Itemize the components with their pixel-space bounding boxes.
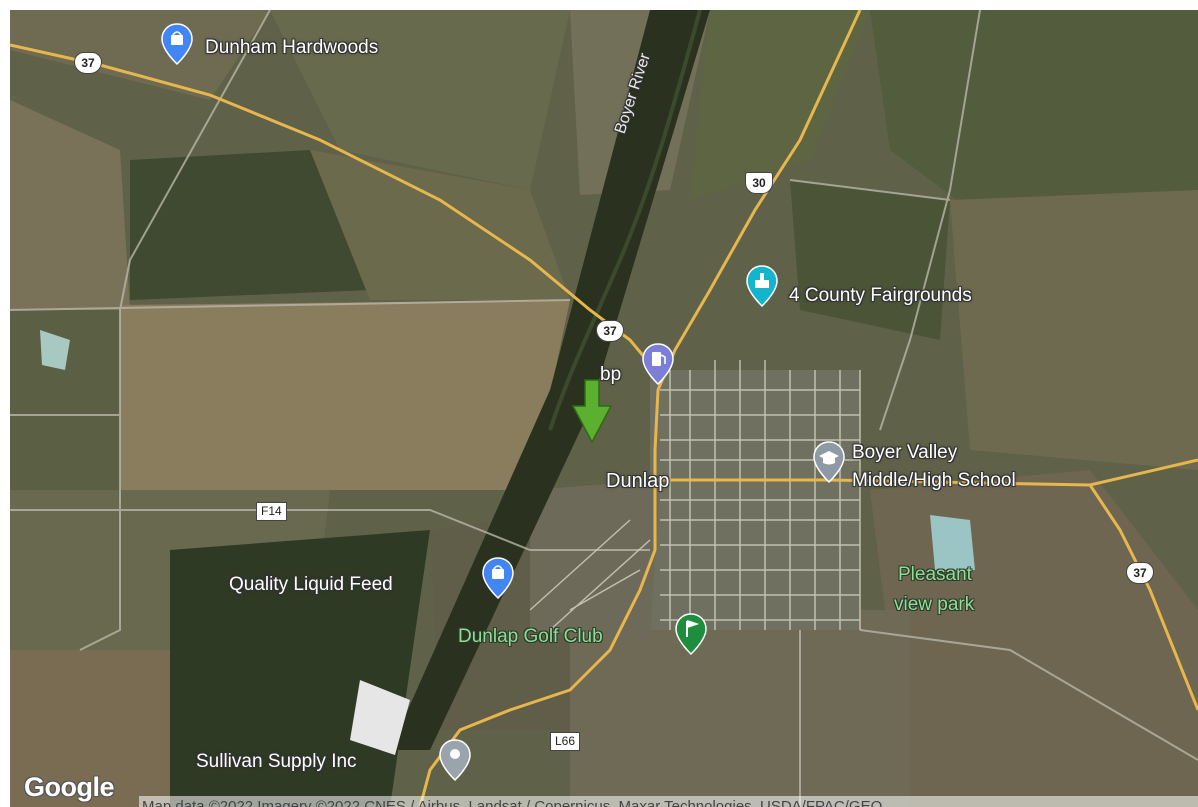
map-canvas[interactable]: 37 37 37 30 F14 L66 Boyer River Dunham H… xyxy=(10,10,1198,807)
place-label-dunlap-golf-club[interactable]: Dunlap Golf Club xyxy=(458,626,603,647)
park-label-line1[interactable]: Pleasant xyxy=(898,564,972,585)
place-label-quality-liquid-feed[interactable]: Quality Liquid Feed xyxy=(229,574,393,595)
place-label-school-line1[interactable]: Boyer Valley xyxy=(852,442,958,463)
shopping-pin-icon[interactable] xyxy=(160,22,194,66)
place-pin-icon[interactable] xyxy=(438,738,472,782)
place-label-dunham-hardwoods[interactable]: Dunham Hardwoods xyxy=(205,37,379,58)
highway-37-shield: 37 xyxy=(74,52,102,74)
place-label-sullivan-supply[interactable]: Sullivan Supply Inc xyxy=(196,751,357,772)
place-label-school-line2[interactable]: Middle/High School xyxy=(852,470,1016,491)
google-logo: Google xyxy=(24,772,115,802)
highway-37-shield: 37 xyxy=(596,320,624,342)
town-label-dunlap: Dunlap xyxy=(606,470,670,492)
highway-37-shield: 37 xyxy=(1126,562,1154,584)
shopping-pin-icon[interactable] xyxy=(481,556,515,600)
satellite-imagery xyxy=(10,10,1198,807)
school-pin-icon[interactable] xyxy=(812,440,846,484)
fairground-pin-icon[interactable] xyxy=(745,264,779,308)
place-label-fairgrounds[interactable]: 4 County Fairgrounds xyxy=(789,285,972,306)
county-road-l66-label: L66 xyxy=(550,732,581,751)
location-marker-icon[interactable] xyxy=(571,378,613,444)
gas-station-pin-icon[interactable] xyxy=(641,342,675,386)
golf-pin-icon[interactable] xyxy=(674,612,708,656)
park-label-line2[interactable]: view park xyxy=(894,594,975,615)
us-30-shield: 30 xyxy=(745,172,773,194)
map-attribution: Map data ©2022 Imagery ©2022 CNES / Airb… xyxy=(139,796,1198,807)
county-road-f14-label: F14 xyxy=(256,502,287,521)
place-label-bp[interactable]: bp xyxy=(600,364,622,385)
